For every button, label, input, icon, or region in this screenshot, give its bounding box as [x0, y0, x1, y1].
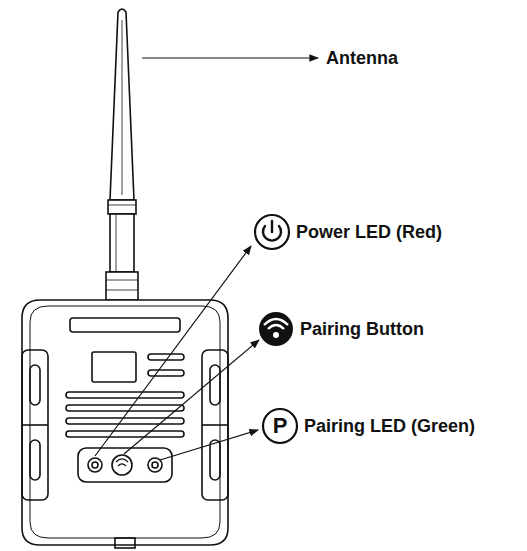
part-label: Pairing LED (Green): [304, 417, 475, 435]
part-label: Antenna: [326, 49, 398, 67]
antenna: [106, 9, 138, 300]
part-label: Pairing Button: [300, 320, 424, 338]
icon-letter: P: [273, 415, 288, 437]
wifi-icon: [259, 312, 293, 346]
leader-lines: [95, 58, 318, 460]
power-icon: [255, 215, 289, 249]
device-housing: [22, 300, 228, 548]
part-label: Power LED (Red): [296, 223, 442, 241]
pairing-led-icon: [263, 409, 297, 443]
